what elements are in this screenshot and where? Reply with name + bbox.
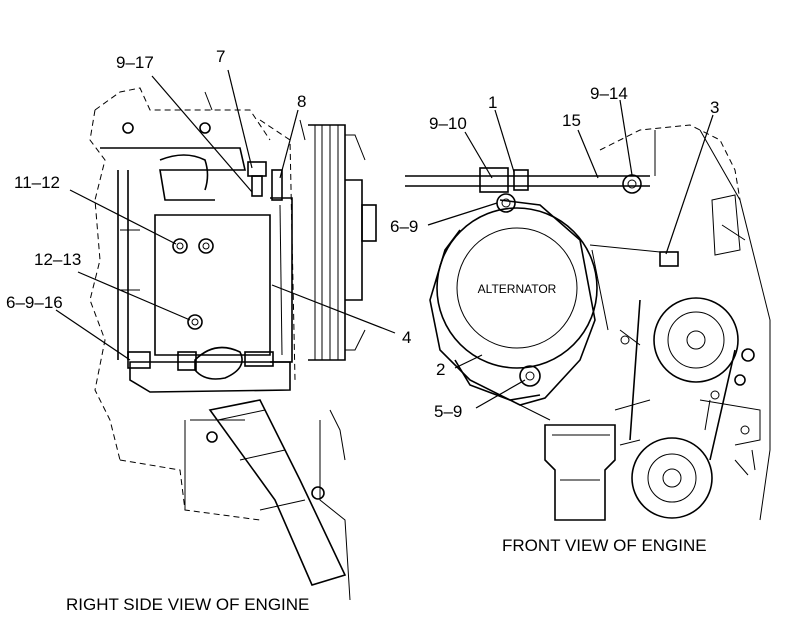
caption-right-side-view: RIGHT SIDE VIEW OF ENGINE	[66, 595, 309, 614]
callout-6-9: 6–9	[390, 217, 418, 236]
callout-leaders	[55, 69, 714, 409]
right-side-view	[89, 87, 377, 601]
callout-11-12: 11–12	[14, 173, 60, 192]
front-view	[405, 124, 771, 521]
callout-7: 7	[216, 47, 225, 66]
water-pump-pulley	[653, 297, 739, 383]
callout-2: 2	[436, 360, 445, 379]
callout-4: 4	[402, 328, 411, 347]
callout-8: 8	[297, 92, 306, 111]
callout-6-9-16: 6–9–16	[6, 293, 63, 312]
alternator-body	[436, 207, 598, 369]
callout-3: 3	[710, 98, 719, 117]
callout-12-13: 12–13	[34, 250, 81, 269]
callout-5-9: 5–9	[434, 402, 462, 421]
crank-pulley	[631, 437, 713, 519]
callout-9-17: 9–17	[116, 53, 154, 72]
alternator-label: ALTERNATOR	[478, 282, 557, 296]
callout-15: 15	[562, 111, 581, 130]
caption-front-view: FRONT VIEW OF ENGINE	[502, 536, 707, 555]
callout-1: 1	[488, 93, 497, 112]
callout-9-10: 9–10	[429, 114, 467, 133]
callout-9-14: 9–14	[590, 84, 628, 103]
